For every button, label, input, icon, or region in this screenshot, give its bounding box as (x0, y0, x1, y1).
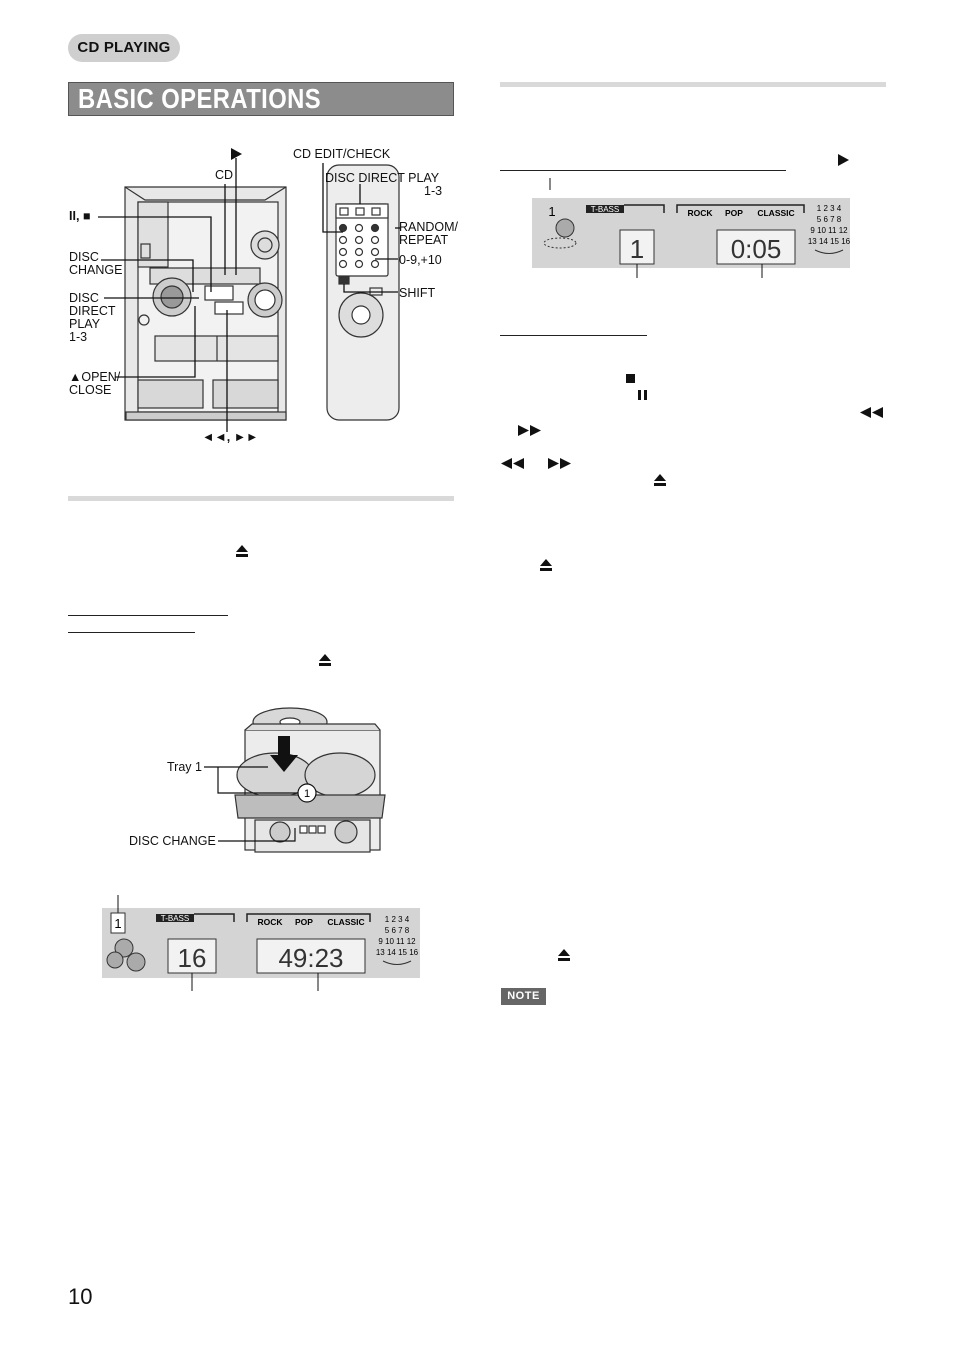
title-bar (68, 82, 454, 116)
random-repeat-label-2: REPEAT (399, 233, 449, 247)
disc-direct-label-2: DIRECT (69, 304, 116, 318)
fast-forward-icon (548, 458, 571, 469)
underline (500, 170, 786, 171)
elapsed-time: 0:05 (731, 234, 782, 264)
mode-classic: CLASSIC (757, 208, 794, 218)
eject-icon (654, 474, 666, 486)
grid-row-4: 13 14 15 16 (376, 948, 419, 957)
number-keys-label: 0-9,+10 (399, 253, 442, 267)
section-rule-left (68, 496, 454, 501)
cd-edit-check-label: CD EDIT/CHECK (293, 147, 391, 161)
tray-illustration: 1 (204, 707, 386, 853)
play-icon (231, 148, 242, 160)
pause-stop-label: II, ■ (69, 209, 91, 223)
disc-icon (106, 938, 146, 972)
disc-direct-label-3: PLAY (69, 317, 101, 331)
track-count: 16 (178, 943, 207, 973)
fast-forward-icon (518, 425, 541, 436)
note-badge: NOTE (501, 988, 546, 1005)
random-repeat-label-1: RANDOM/ (399, 220, 459, 234)
lcd-display-graphics: 1 T-BASS ROCK POP CLASSIC 16 49:23 1 2 3… (106, 895, 419, 991)
play-icon (838, 154, 849, 166)
tray-label: Tray 1 (167, 760, 202, 774)
stop-icon (626, 374, 635, 383)
disc-direct-label-4: 1-3 (69, 330, 88, 344)
grid-row-3: 9 10 11 12 (378, 937, 416, 946)
tbass-indicator: T-BASS (591, 205, 619, 214)
open-close-label-2: CLOSE (69, 383, 112, 397)
lcd-display-playing-graphics: 1 T-BASS ROCK POP CLASSIC 1 0:05 1 2 3 4… (543, 178, 851, 278)
disc-change-tray-label: DISC CHANGE (129, 834, 216, 848)
open-close-label-1: ▲OPEN/ (69, 370, 121, 384)
grid-row-1: 1 2 3 4 (385, 915, 410, 924)
eject-icon (319, 654, 331, 666)
mode-rock: ROCK (257, 917, 283, 927)
track-number: 1 (630, 234, 644, 264)
cd-button-label: CD (215, 168, 234, 182)
eject-icon (540, 559, 552, 571)
stereo-unit (124, 186, 287, 421)
insert-arrow-icon (270, 736, 298, 772)
lcd-display-playing (532, 198, 850, 268)
leader-lines (98, 158, 400, 432)
tray-number: 1 (304, 788, 310, 800)
disc-number: 1 (114, 916, 121, 931)
eject-icon (236, 545, 248, 557)
grid-row-2: 5 6 7 8 (385, 926, 410, 935)
grid-row-3: 9 10 11 12 (810, 226, 848, 235)
mode-pop: POP (725, 208, 743, 218)
tbass-indicator: T-BASS (161, 914, 189, 923)
skip-label: ◄◄, ►► (202, 430, 259, 444)
grid-row-4: 13 14 15 16 (808, 237, 851, 246)
unit-remote-illustration (98, 158, 400, 432)
section-badge: CD PLAYING (68, 34, 180, 62)
page-title: BASIC OPERATIONS (78, 83, 322, 114)
disc-icon (543, 218, 577, 249)
underline (500, 335, 647, 336)
page-number: 10 (68, 1284, 93, 1309)
section-rule-right (500, 82, 886, 87)
rewind-icon (860, 407, 883, 418)
grid-row-2: 5 6 7 8 (817, 215, 842, 224)
shift-label: SHIFT (399, 286, 436, 300)
pause-icon (638, 390, 647, 400)
rewind-icon (501, 458, 524, 469)
grid-row-1: 1 2 3 4 (817, 204, 842, 213)
disc-change-label-1: DISC (69, 250, 99, 264)
total-time: 49:23 (278, 943, 343, 973)
underline (68, 632, 195, 633)
disc-number: 1 (548, 204, 555, 219)
mode-rock: ROCK (687, 208, 713, 218)
underline (68, 615, 228, 616)
leader-lines (204, 766, 298, 842)
disc-direct-label-1: DISC (69, 291, 99, 305)
mode-classic: CLASSIC (327, 917, 364, 927)
remote-disc-direct-label-1: DISC DIRECT PLAY (325, 171, 440, 185)
disc-change-label-2: CHANGE (69, 263, 123, 277)
remote-disc-direct-label-2: 1-3 (424, 184, 443, 198)
eject-icon (558, 949, 570, 961)
mode-pop: POP (295, 917, 313, 927)
